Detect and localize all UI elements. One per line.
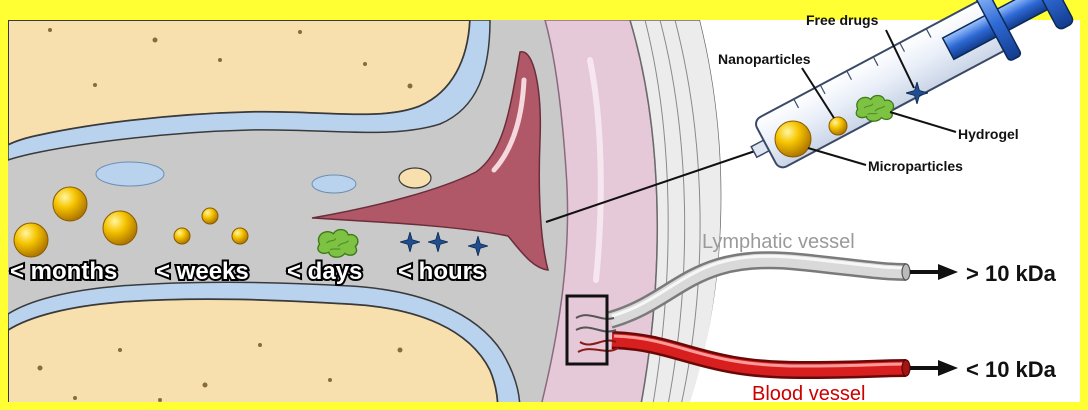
label-hydrogel: Hydrogel [958, 126, 1019, 142]
label-lymphatic-vessel: Lymphatic vessel [702, 231, 855, 253]
blood-vessel-end [902, 360, 910, 376]
fluid-blob [399, 168, 431, 188]
nanoparticle [174, 228, 190, 244]
label-weeks: < weeks [156, 258, 249, 285]
syringe-nanoparticle [829, 117, 847, 135]
microparticle [53, 187, 87, 221]
label-days: < days [287, 258, 362, 285]
label-blood-vessel: Blood vessel [752, 383, 865, 405]
label-free-drugs: Free drugs [806, 12, 879, 28]
label-nanoparticles: Nanoparticles [718, 51, 811, 67]
label-months: < months [10, 258, 117, 285]
nanoparticle [232, 228, 248, 244]
label-lymphatic-cutoff: > 10 kDa [966, 261, 1057, 286]
microparticle [103, 211, 137, 245]
label-hours: < hours [398, 258, 485, 285]
fluid-blob [96, 162, 164, 186]
nanoparticle [202, 208, 218, 224]
fluid-blob [312, 175, 356, 193]
syringe-microparticle [775, 121, 811, 157]
microparticle [14, 223, 48, 257]
lymphatic-vessel-end [902, 264, 910, 280]
label-blood-cutoff: < 10 kDa [966, 357, 1057, 382]
label-microparticles: Microparticles [868, 158, 963, 174]
